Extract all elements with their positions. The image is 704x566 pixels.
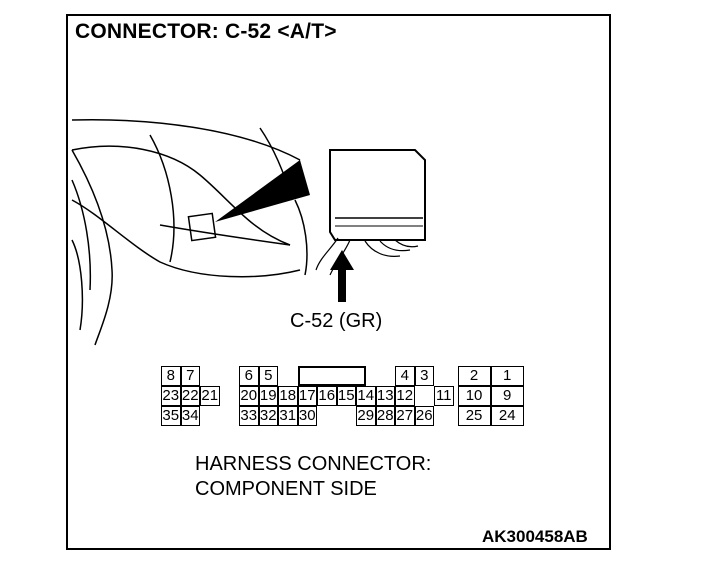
pin-top-cell: 8 [161,366,181,386]
pin-middle-cell: 23 [161,386,181,406]
pin-top-cell: 3 [414,366,434,386]
pin-middle-cell: 22 [180,386,200,406]
pin-middle-cell: 10 [457,386,491,406]
pin-bottom-cell: 30 [297,406,317,426]
harness-caption-line-1: HARNESS CONNECTOR: [195,453,432,475]
pin-middle-cell: 13 [375,386,395,406]
pin-bottom-cell: 35 [161,406,181,426]
harness-connector-caption: HARNESS CONNECTOR: COMPONENT SIDE [195,452,431,502]
pin-middle-cell: 19 [258,386,278,406]
pin-top-cell: 4 [395,366,415,386]
pin-middle-cell: 20 [239,386,259,406]
pin-middle-cell: 15 [336,386,356,406]
connector-title: CONNECTOR: C-52 <A/T> [75,20,337,43]
pin-bottom-cell: 24 [490,406,524,426]
pin-middle-cell: 12 [395,386,415,406]
pin-bottom-cell: 26 [414,406,434,426]
pin-bottom-cell: 25 [457,406,491,426]
pin-bottom-cell: 32 [258,406,278,426]
pin-middle-cell: 14 [356,386,376,406]
figure-code: AK300458AB [482,527,588,546]
pin-bottom-cell: 28 [375,406,395,426]
pin-bottom-cell: 33 [239,406,259,426]
pin-top-cell: 2 [457,366,491,386]
pin-bottom-cell: 29 [356,406,376,426]
pin-bottom-cell: 34 [180,406,200,426]
connector-callout-label: C-52 (GR) [290,310,383,332]
pin-bottom-cell: 31 [278,406,298,426]
pin-middle-cell: 17 [297,386,317,406]
pin-top-cell: 7 [180,366,200,386]
pin-middle-cell: 16 [317,386,337,406]
figure-frame [66,14,611,550]
pin-middle-cell: 9 [490,386,524,406]
connector-key-outline [297,366,366,386]
harness-caption-line-2: COMPONENT SIDE [195,478,377,500]
pin-middle-cell: 21 [200,386,220,406]
pin-top-cell: 5 [258,366,278,386]
pin-top-cell: 1 [490,366,524,386]
pin-middle-cell: 18 [278,386,298,406]
pin-bottom-cell: 27 [395,406,415,426]
pin-top-cell: 6 [239,366,259,386]
pin-middle-cell: 11 [434,386,454,406]
